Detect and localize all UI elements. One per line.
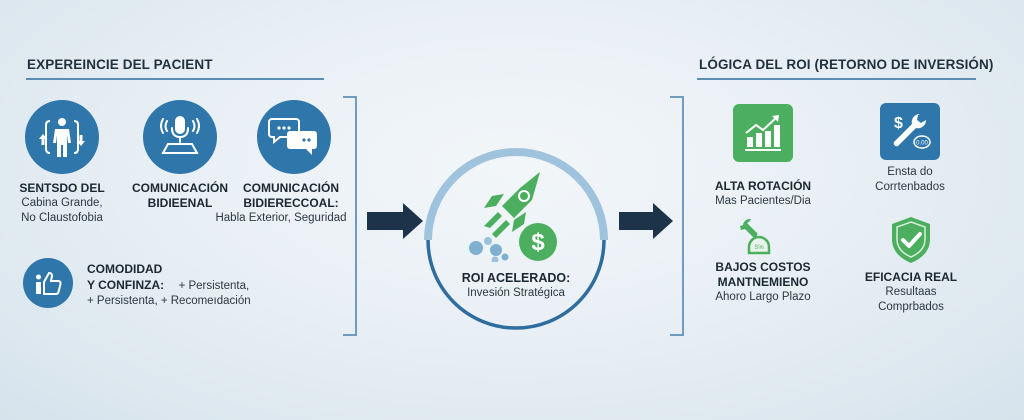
arrow-right-icon — [367, 203, 423, 239]
roi-title: ROI ACELERADO: — [461, 271, 571, 285]
rotation-title: ALTA ROTACIÓN — [714, 179, 812, 193]
efficacy-line-1: Resultaas — [885, 286, 937, 298]
person-space-icon — [25, 100, 99, 174]
right-section-title: LÓGICA DEL ROI (RETORNO DE INVERSIÓN) — [699, 57, 994, 72]
left-title-rule — [26, 78, 324, 80]
right-bracket — [670, 96, 684, 336]
low-costs-title-1: BAJOS COSTOS — [715, 260, 811, 274]
contracts-line-1: Ensta do — [887, 166, 933, 178]
rocket-dollar-icon: $ — [469, 172, 557, 262]
roi-item-efficacy: EFICACIA REAL Resultaas Comprbados — [848, 270, 974, 315]
comfort-title-1: COMODIDAD — [87, 262, 163, 276]
svg-text:$: $ — [531, 229, 545, 256]
comfort-line-3: + Persistenta, + Recomeıdación — [87, 295, 251, 307]
patient-item-bidirectional: COMUNICACIÓN BIDIERECCOAL: Habla Exterio… — [215, 181, 350, 226]
roi-item-low-costs: BAJOS COSTOS MANTNEMIENO Ahoro Largo Pla… — [700, 260, 826, 305]
efficacy-line-2: Comprbados — [878, 301, 944, 313]
comm-title-1: COMUNICACIÓN — [132, 181, 228, 195]
svg-text:$: $ — [894, 115, 903, 132]
comfort-block: COMODIDAD Y CONFINZA: + Persistenta, + P… — [87, 262, 251, 309]
space-line-2: No Claustofobia — [21, 212, 103, 224]
space-line-1: Cabina Grande, — [21, 197, 103, 209]
arrow-right-icon-2 — [619, 203, 673, 239]
bidir-title-1: COMUNICACIÓN — [243, 181, 339, 195]
shield-check-icon — [892, 217, 930, 263]
roi-item-rotation: ALTA ROTACIÓN Mas Pacientes/Dia — [700, 179, 826, 209]
thumbs-up-icon — [23, 258, 73, 308]
right-title-rule — [697, 78, 976, 80]
chat-bubbles-icon — [257, 100, 331, 174]
bidir-title-2: BIDIERECCOAL: — [243, 196, 339, 210]
wrench-dollar-icon: $ 0.00 — [880, 103, 940, 160]
growth-chart-icon — [733, 104, 793, 162]
space-title: SENTSDO DEL — [19, 181, 105, 195]
efficacy-title: EFICACIA REAL — [864, 270, 958, 284]
roi-item-maintenance-contracts: Ensta do Corrtenbados — [855, 165, 965, 195]
contracts-line-2: Corrtenbados — [875, 181, 945, 193]
comm-title-2: BIDIEENAL — [147, 196, 213, 210]
roi-sub: Invesión Stratégica — [467, 287, 565, 299]
svg-text:0.00: 0.00 — [916, 140, 928, 146]
patient-item-space: SENTSDO DEL Cabina Grande, No Claustofob… — [14, 181, 110, 226]
roi-label: ROI ACELERADO: Invesión Stratégica — [446, 271, 586, 301]
bidir-sub: Habla Exterior, Seguridad — [215, 212, 347, 224]
microphone-icon — [143, 100, 217, 174]
rotation-sub: Mas Pacientes/Dia — [715, 195, 811, 207]
left-bracket — [343, 96, 357, 336]
patient-item-communication: COMUNICACIÓN BIDIEENAL — [128, 181, 232, 211]
roi-circle — [424, 148, 608, 330]
comfort-inline: + Persistenta, — [178, 280, 250, 292]
svg-text:S%: S% — [754, 245, 764, 251]
left-section-title: EXPEREINCIE DEL PACIENT — [27, 57, 213, 72]
comfort-title-2: Y CONFINZA: — [87, 278, 165, 292]
wrench-savings-icon: S% — [740, 218, 771, 255]
low-costs-sub: Ahoro Largo Plazo — [715, 291, 811, 303]
low-costs-title-2: MANTNEMIENO — [717, 275, 809, 289]
